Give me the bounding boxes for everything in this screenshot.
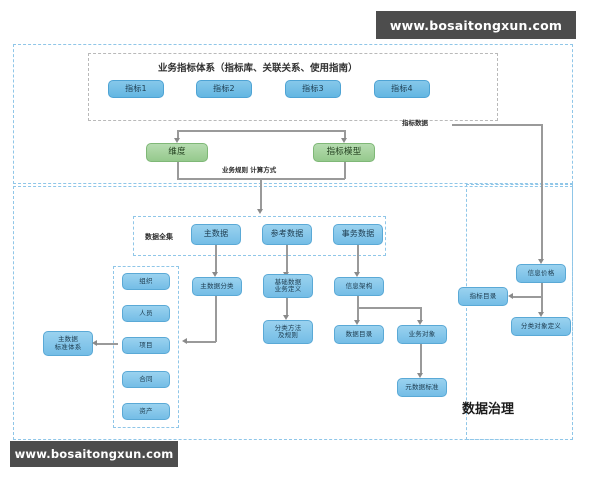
- node-data-catalog[interactable]: 数据目录: [334, 325, 384, 344]
- connector-master-class-down: [215, 296, 217, 342]
- connector-master-class-left: [186, 341, 216, 343]
- container-right-governance: [466, 184, 573, 440]
- node-classification-object-definition[interactable]: 分类对象定义: [511, 317, 571, 336]
- connector-merge-to-dataset: [260, 178, 262, 210]
- node-information-price[interactable]: 信息价格: [516, 264, 566, 283]
- connector-model-bus: [177, 130, 345, 132]
- arrow-to-dataset: [257, 209, 263, 214]
- connector-master-down: [215, 245, 217, 273]
- node-domain-organization[interactable]: 组织: [122, 273, 170, 290]
- connector-info-price-down: [541, 283, 543, 313]
- node-domain-contract[interactable]: 合同: [122, 371, 170, 388]
- connector-to-data-catalog: [357, 307, 359, 321]
- node-reference-data[interactable]: 参考数据: [262, 224, 312, 245]
- node-indicator-model[interactable]: 指标模型: [313, 143, 375, 162]
- connector-business-object-down: [420, 344, 422, 374]
- node-master-data[interactable]: 主数据: [191, 224, 241, 245]
- node-indicator-2[interactable]: 指标2: [196, 80, 252, 98]
- arrow-to-metadata-standard: [417, 373, 423, 378]
- node-domain-personnel[interactable]: 人员: [122, 305, 170, 322]
- arrow-to-domains-right: [182, 338, 187, 344]
- arrow-to-master-class: [212, 272, 218, 277]
- node-dimension[interactable]: 维度: [146, 143, 208, 162]
- connector-indicator-data-v: [541, 124, 543, 260]
- connector-indicator-data-h: [452, 124, 542, 126]
- container-indicator-system: [88, 53, 498, 121]
- connector-basic-def-down: [286, 298, 288, 316]
- node-metadata-standard[interactable]: 元数据标准: [397, 378, 447, 397]
- watermark-bottom-left: www.bosaitongxun.com: [10, 441, 178, 467]
- node-indicator-1[interactable]: 指标1: [108, 80, 164, 98]
- connector-dimension-down: [177, 162, 179, 179]
- connector-indicator-model-down: [344, 162, 346, 179]
- node-indicator-4[interactable]: 指标4: [374, 80, 430, 98]
- node-business-object[interactable]: 业务对象: [397, 325, 447, 344]
- node-indicator-catalog[interactable]: 指标目录: [458, 287, 508, 306]
- arrow-to-indicator-model: [341, 138, 347, 143]
- node-master-data-standard-system[interactable]: 主数据 标准体系: [43, 331, 93, 356]
- container-outer-top: [13, 44, 573, 184]
- node-domain-project[interactable]: 项目: [122, 337, 170, 354]
- connector-reference-down: [286, 245, 288, 273]
- container-master-data-domains: [113, 266, 179, 428]
- business-indicator-title: 业务指标体系（指标库、关联关系、使用指南）: [158, 63, 358, 74]
- connector-model-left-down: [177, 130, 179, 139]
- indicator-data-label: 指标数据: [402, 119, 428, 127]
- node-master-data-classification[interactable]: 主数据分类: [192, 277, 242, 296]
- connector-transaction-down: [357, 245, 359, 273]
- arrow-to-indicator-catalog: [508, 293, 513, 299]
- arrow-to-info-price: [538, 259, 544, 264]
- arrow-to-info-arch: [354, 272, 360, 277]
- arrow-to-standard-system: [92, 340, 97, 346]
- node-information-architecture[interactable]: 信息架构: [334, 277, 384, 296]
- node-domain-asset[interactable]: 资产: [122, 403, 170, 420]
- arrow-to-class-rules: [283, 315, 289, 320]
- arrow-to-class-object-def: [538, 312, 544, 317]
- connector-to-indicator-catalog: [512, 296, 542, 298]
- arrow-to-data-catalog: [354, 320, 360, 325]
- connector-model-right-down: [344, 130, 346, 139]
- data-governance-label: 数据治理: [462, 402, 515, 417]
- arrow-to-dimension: [174, 138, 180, 143]
- connector-info-arch-split: [357, 307, 421, 309]
- watermark-top-right: www.bosaitongxun.com: [376, 11, 576, 39]
- arrow-to-business-object: [417, 320, 423, 325]
- connector-domains-to-standard: [96, 343, 118, 345]
- container-data-fullset: [133, 216, 386, 256]
- node-classification-rules[interactable]: 分类方法 及规则: [263, 320, 313, 344]
- connector-to-business-object: [420, 307, 422, 321]
- node-basic-data-definition[interactable]: 基础数据 业务定义: [263, 274, 313, 298]
- connector-info-arch-down: [357, 296, 359, 308]
- node-transaction-data[interactable]: 事务数据: [333, 224, 383, 245]
- node-indicator-3[interactable]: 指标3: [285, 80, 341, 98]
- business-rule-label: 业务规则 计算方式: [222, 166, 277, 174]
- data-fullset-label: 数据全集: [145, 233, 173, 241]
